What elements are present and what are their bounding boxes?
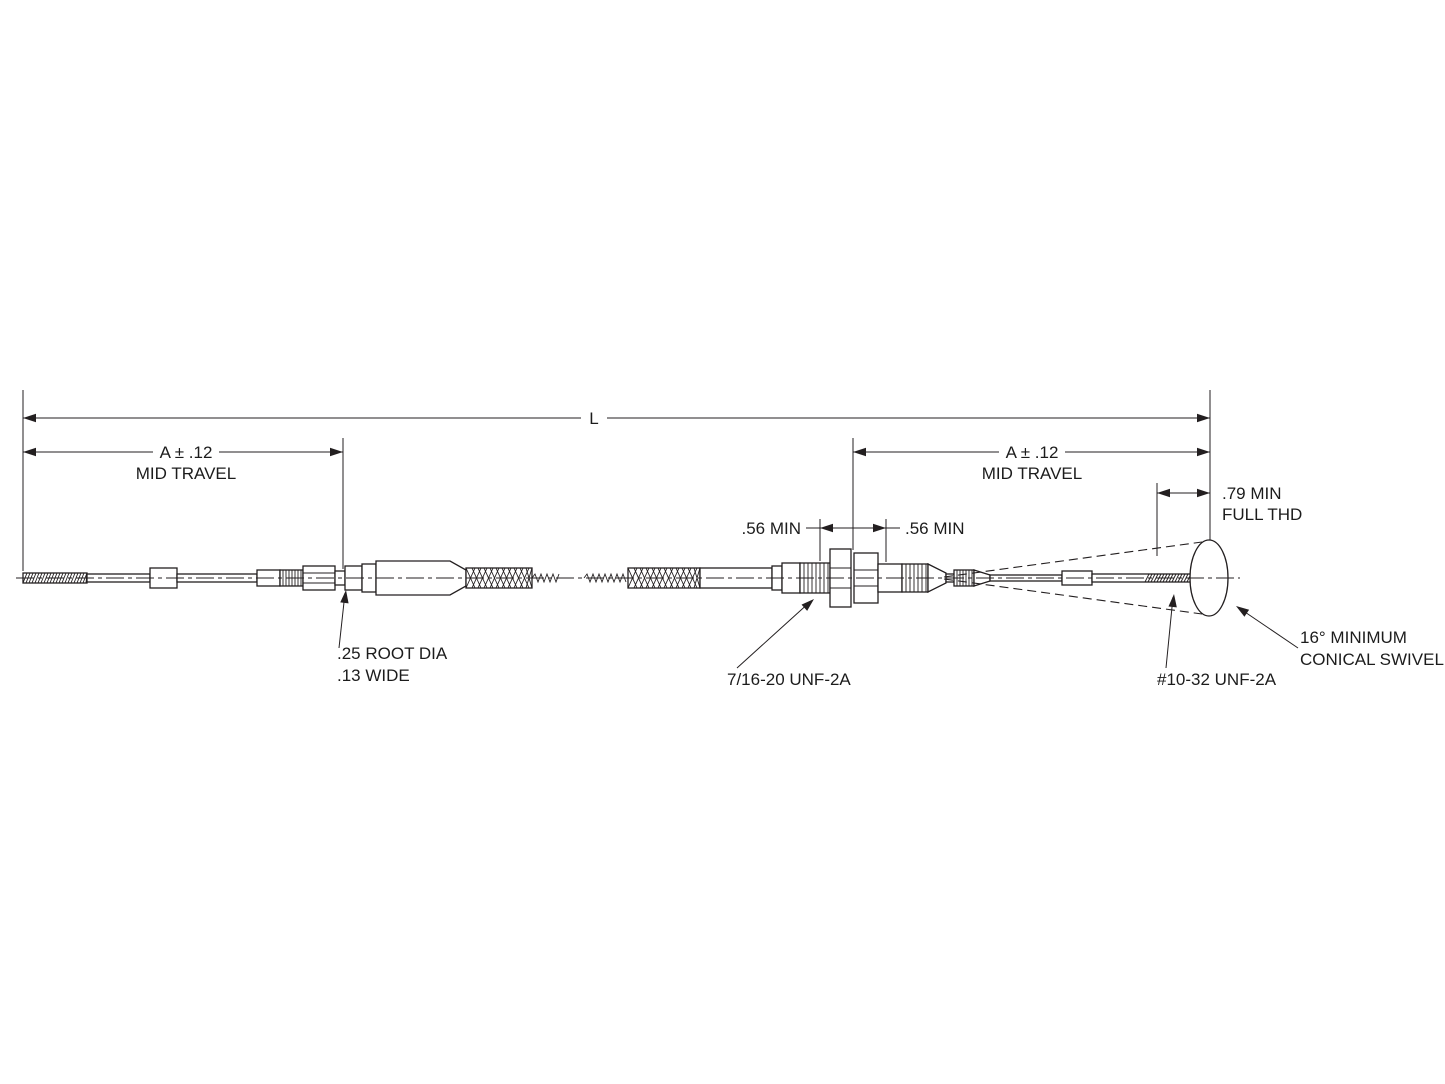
dimension-full-thread: .79 MIN FULL THD [1156, 483, 1302, 556]
arrowhead [23, 413, 36, 423]
arrowhead [23, 447, 36, 457]
callout-rod-thread-label: #10-32 UNF-2A [1157, 670, 1277, 689]
callout-swivel-line1: 16° MINIMUM [1300, 628, 1407, 647]
arrowhead [801, 599, 814, 611]
arrowhead [1197, 413, 1210, 423]
arrowhead [1236, 606, 1250, 617]
leader-line [1238, 607, 1299, 649]
swivel-cone-lower-dashed [943, 578, 1203, 615]
inner-cable-right [583, 572, 627, 584]
arrowhead [1157, 488, 1170, 498]
leader-line [736, 600, 812, 669]
callout-groove: .25 ROOT DIA .13 WIDE [337, 590, 448, 685]
callout-bulkhead-thread-label: 7/16-20 UNF-2A [727, 670, 851, 689]
arrowhead [1197, 488, 1210, 498]
arrowhead [1168, 594, 1177, 608]
dimension-overall-length: L [22, 390, 1211, 571]
callout-groove-line2: .13 WIDE [337, 666, 410, 685]
arrowhead [820, 523, 833, 533]
dim-label-min-travel-left: .56 MIN [741, 519, 801, 538]
arrowhead [340, 590, 349, 604]
arrowhead [330, 447, 343, 457]
dim-label-overall-length: L [589, 409, 598, 428]
arrowhead [853, 447, 866, 457]
arrowhead [1197, 447, 1210, 457]
swivel-cone-upper-dashed [943, 541, 1203, 578]
dim-label-full-thread-value: .79 MIN [1222, 484, 1282, 503]
dimension-min-travel: .56 MIN .56 MIN [741, 519, 965, 562]
callout-groove-line1: .25 ROOT DIA [337, 644, 448, 663]
leader-line [1165, 596, 1174, 669]
callout-bulkhead-thread: 7/16-20 UNF-2A [727, 599, 851, 689]
callout-swivel-line2: CONICAL SWIVEL [1300, 650, 1444, 669]
dimension-mid-travel-right: A ± .12 MID TRAVEL [852, 438, 1210, 550]
dim-label-mid-travel-right-value: A ± .12 [1006, 443, 1059, 462]
dim-label-full-thread-note: FULL THD [1222, 505, 1302, 524]
dim-label-mid-travel-right-note: MID TRAVEL [982, 464, 1082, 483]
bulkhead-taper [927, 562, 947, 594]
dimension-mid-travel-left: A ± .12 MID TRAVEL [23, 438, 344, 569]
arrowhead [873, 523, 886, 533]
dim-label-min-travel-right: .56 MIN [905, 519, 965, 538]
dim-label-mid-travel-left-note: MID TRAVEL [136, 464, 236, 483]
callout-swivel: 16° MINIMUM CONICAL SWIVEL [1236, 606, 1444, 669]
callout-rod-thread: #10-32 UNF-2A [1157, 594, 1277, 689]
dim-label-mid-travel-left-value: A ± .12 [160, 443, 213, 462]
